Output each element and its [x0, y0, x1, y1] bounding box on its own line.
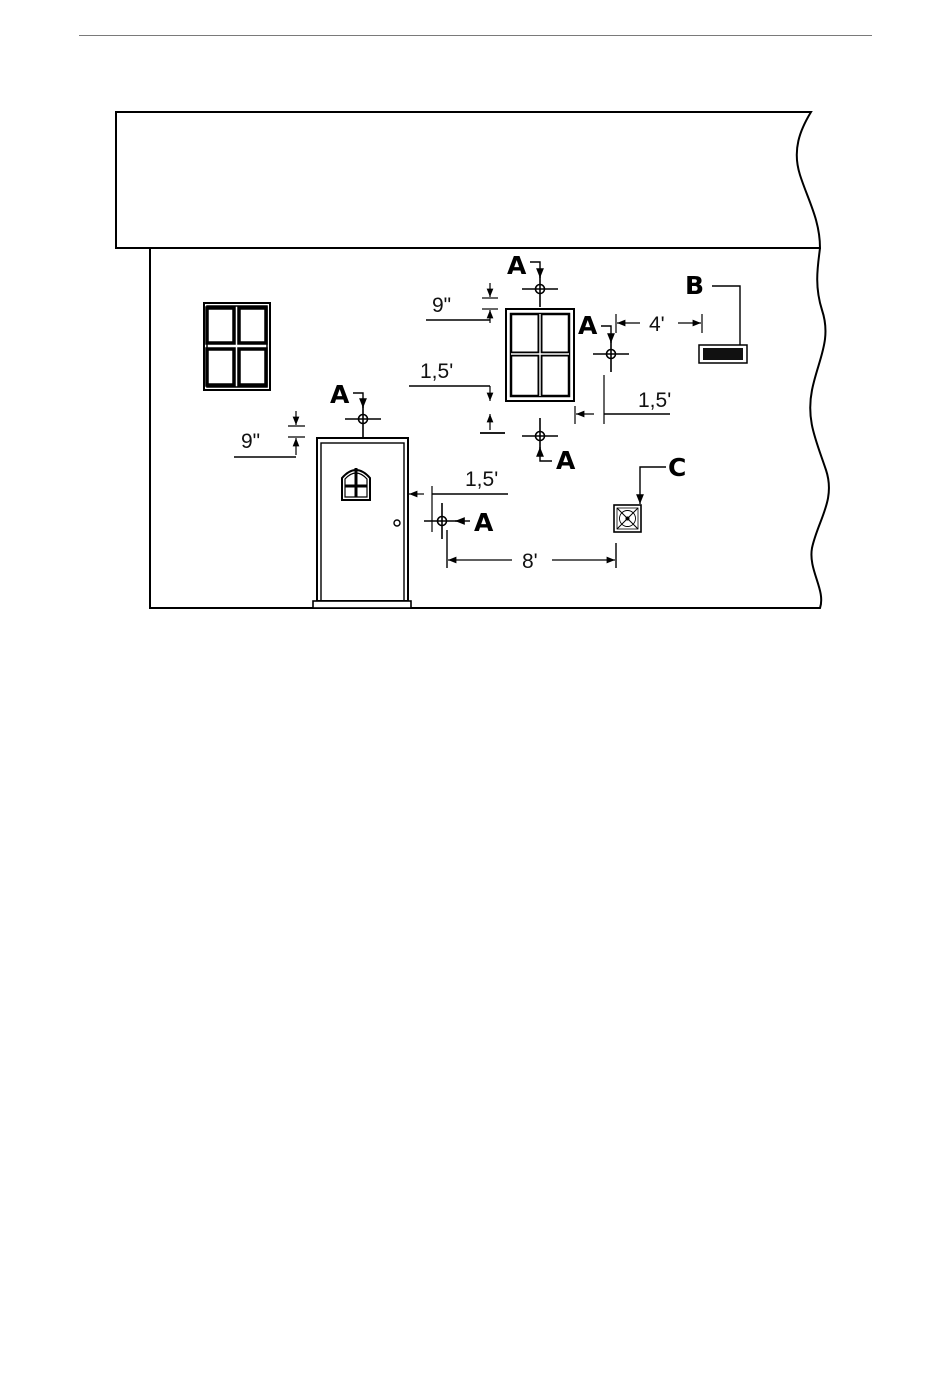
center-window: [506, 309, 574, 401]
left-window: [204, 303, 270, 390]
dim-window-bottom: [409, 386, 505, 433]
callout-a-window-bottom: A: [556, 446, 576, 475]
callout-a-window-side: A: [578, 311, 598, 340]
door-knob: [394, 520, 400, 526]
dim-label-window-top: 9": [432, 294, 451, 317]
dim-label-window-to-vent: 4': [649, 313, 665, 336]
callout-b-wall-vent: B: [685, 271, 704, 300]
dim-label-door-side: 1,5': [465, 468, 498, 491]
dim-label-door-top: 9": [241, 430, 260, 453]
dim-label-window-bottom: 1,5': [420, 360, 453, 383]
callout-a-window-top: A: [507, 251, 527, 280]
exhaust-fan-c: [614, 505, 641, 532]
roof-fascia: [116, 112, 820, 248]
dim-label-terminal-to-fan: 8': [522, 550, 538, 573]
wall-vent-b: [699, 345, 747, 363]
dim-label-window-side: 1,5': [638, 389, 671, 412]
callout-c-exhaust-fan: C: [668, 453, 686, 482]
clearance-point-door-side: [424, 503, 460, 539]
door: [313, 438, 411, 608]
callout-a-door-side: A: [474, 508, 494, 537]
callout-a-door-top: A: [330, 380, 350, 409]
